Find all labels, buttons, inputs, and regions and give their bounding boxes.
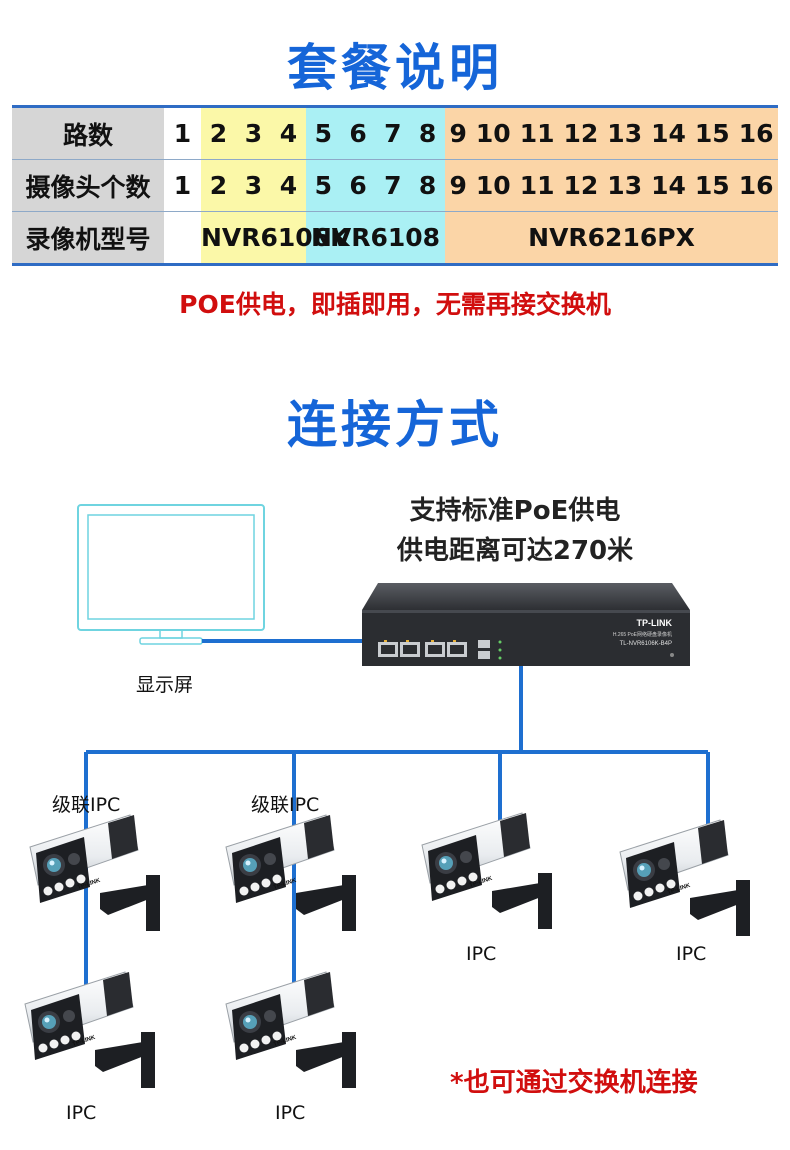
camera-icon (225, 814, 357, 932)
camera-icon (619, 819, 751, 937)
model-nvr6108: NVR6108 (306, 211, 445, 266)
count-cell: 7 (384, 171, 402, 200)
nums-group1: 1 (164, 160, 201, 211)
ipc-label: IPC (66, 1102, 97, 1124)
count-cell: 5 (314, 171, 333, 200)
count-cell: 11 (519, 171, 555, 200)
count-cell: 12 (563, 171, 599, 200)
count-cell: 16 (738, 171, 774, 200)
count-cell: 14 (651, 119, 686, 148)
count-cell: 4 (279, 171, 298, 200)
count-cell: 6 (349, 171, 367, 200)
count-cell: 9 (449, 119, 467, 148)
connection-title: 连接方式 (287, 396, 503, 454)
count-cell: 7 (384, 119, 402, 148)
nums-group1: 1 (164, 108, 201, 159)
count-cell: 15 (694, 171, 730, 200)
count-cell: 2 (209, 171, 228, 200)
model-nvr6216px: NVR6216PX (445, 211, 778, 266)
count-cell: 10 (475, 171, 511, 200)
count-cell: 9 (449, 171, 467, 200)
poe-note: POE供电，即插即用，无需再接交换机 (179, 290, 611, 319)
nvr-brand-label: TP-LINK (637, 618, 673, 628)
switch-note: *也可通过交换机连接 (450, 1068, 698, 1098)
count-cell: 16 (738, 119, 774, 148)
count-cell: 3 (244, 119, 263, 148)
row-header-cameras: 摄像头个数 (12, 159, 164, 212)
count-cell: 8 (418, 171, 437, 200)
count-cell: 1 (173, 171, 192, 200)
count-cell: 11 (519, 119, 555, 148)
count-cell: 5 (314, 119, 333, 148)
count-cell: 12 (563, 119, 599, 148)
package-title: 套餐说明 (287, 39, 503, 97)
count-cell: 2 (209, 119, 228, 148)
monitor-icon (77, 504, 265, 645)
count-cell: 8 (418, 119, 437, 148)
monitor-label: 显示屏 (136, 674, 194, 696)
count-cell: 10 (475, 119, 511, 148)
nvr-caption-line1: 支持标准PoE供电 (409, 496, 621, 526)
cascade-ipc-label: 级联IPC (251, 794, 320, 816)
ipc-label: IPC (466, 943, 497, 965)
nums-group4: 9 10 11 12 13 14 15 16 (445, 160, 778, 211)
nvr-caption-line2: 供电距离可达270米 (396, 536, 634, 566)
ipc-label: IPC (275, 1102, 306, 1124)
nvr-sub-label: H.265 PoE网络硬盘录像机 (613, 631, 672, 638)
camera-icon (421, 812, 553, 930)
nums-group4: 9 10 11 12 13 14 15 16 (445, 108, 778, 159)
nvr-device-icon (362, 583, 690, 666)
row-header-channels: 路数 (12, 105, 164, 160)
count-cell: 6 (349, 119, 367, 148)
camera-icon (24, 971, 156, 1089)
camera-icon: TP-LINK (29, 814, 160, 931)
ipc-label: IPC (676, 943, 707, 965)
camera-icon (225, 971, 357, 1089)
table-row: 录像机型号 NVR6106K NVR6108 NVR6216PX (12, 211, 778, 266)
nvr-model-label: TL-NVR6106K-B4P (620, 641, 672, 647)
count-cell: 4 (279, 119, 298, 148)
count-cell: 13 (607, 171, 643, 200)
cascade-ipc-label: 级联IPC (52, 794, 121, 816)
count-cell: 1 (173, 119, 192, 148)
count-cell: 15 (694, 119, 730, 148)
count-cell: 14 (651, 171, 686, 200)
row-header-model: 录像机型号 (12, 211, 164, 266)
count-cell: 13 (607, 119, 643, 148)
count-cell: 3 (244, 171, 263, 200)
